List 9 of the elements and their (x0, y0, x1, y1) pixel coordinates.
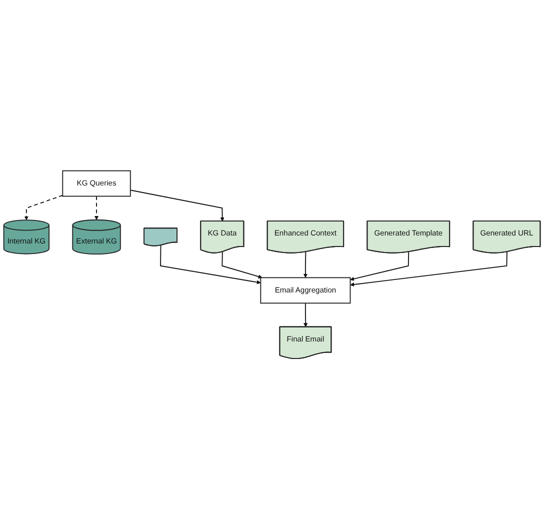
arrow (304, 302, 308, 327)
arrow (24, 194, 64, 220)
arrow (222, 251, 262, 278)
arrow (94, 196, 99, 220)
arrow (350, 251, 508, 286)
arrow (160, 244, 261, 284)
arrow (130, 189, 224, 222)
arrow (350, 251, 410, 281)
arrow (303, 251, 308, 278)
